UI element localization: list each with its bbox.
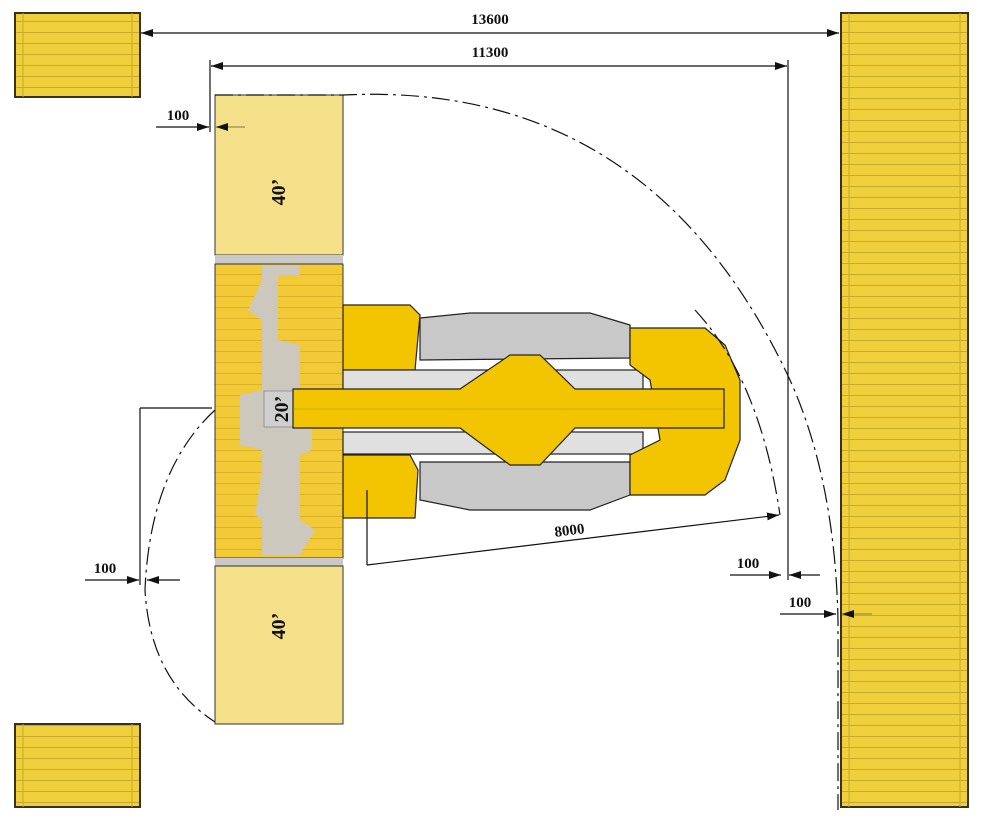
dimension-100-right-outer-label: 100 [789,595,812,611]
container-40ft-top-label: 40’ [268,179,290,206]
container-20ft-label: 20’ [271,396,293,423]
container-bottom-left [14,723,141,808]
container-gap [215,255,343,264]
dimension-11300-label: 11300 [472,45,509,61]
container-40ft-bottom-label: 40’ [268,613,290,640]
dimension-100-left [85,407,212,585]
dimension-13600-label: 13600 [471,12,509,28]
reach-stacker [292,304,741,519]
container-40ft-bottom: 40’ [214,565,344,725]
container-40ft-top: 40’ [214,94,344,256]
dimension-100-left-label: 100 [94,561,117,577]
dimension-100-right-inner-label: 100 [737,556,760,572]
lower-cab-block [342,454,419,519]
container-right-stack [840,12,969,808]
swing-arcs [144,93,839,810]
upper-cab-block [342,304,421,371]
container-top-left [14,12,141,98]
container-gap [215,558,343,566]
lower-chassis [419,461,631,511]
dimension-8000-label: 8000 [554,521,586,541]
boom [292,354,725,466]
dimension-8000 [366,490,780,566]
dimension-100-top-left-label: 100 [167,108,190,124]
upper-chassis [419,312,631,361]
dimension-11300 [209,60,789,580]
